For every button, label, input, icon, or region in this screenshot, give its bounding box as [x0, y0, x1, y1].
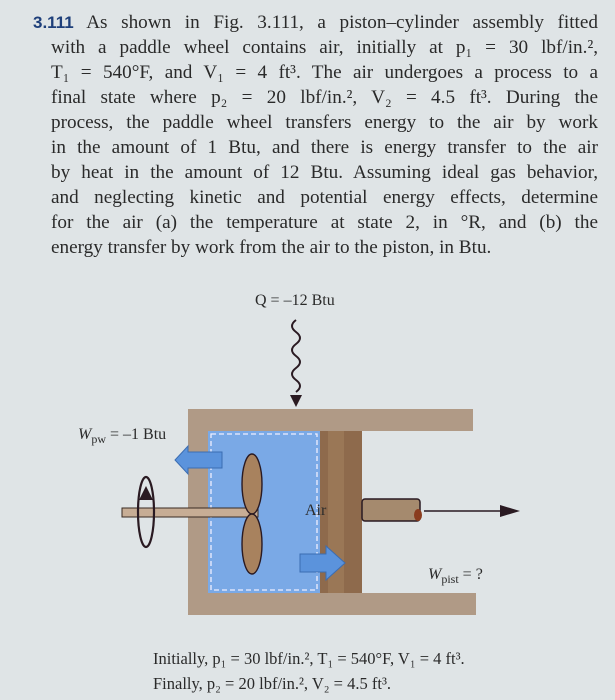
problem-line-5: process, the paddle wheel transfers ener…	[51, 112, 598, 133]
given-conditions: Initially, p₁ = 30 lbf/in.², T₁ = 540°F,…	[153, 646, 465, 696]
problem-line-7: by heat in the amount of 12 Btu. Assumin…	[51, 162, 598, 183]
given-final: Finally, p₂ = 20 lbf/in.², V₂ = 4.5 ft³.	[153, 674, 392, 693]
paddle-work-arrow-icon	[174, 444, 223, 476]
paddle-shaft	[121, 507, 259, 518]
problem-line-9: for the air (a) the temperature at state…	[51, 212, 598, 233]
problem-statement: 3.111 As shown in Fig. 3.111, a piston–c…	[33, 10, 598, 260]
problem-line-1: 3.111 As shown in Fig. 3.111, a piston–c…	[33, 12, 598, 33]
rotation-arrow-icon	[136, 475, 156, 549]
piston-rod	[361, 498, 421, 522]
cylinder-bottom-wall	[188, 593, 476, 615]
paddle-blade-upper	[241, 453, 263, 515]
heat-arrowhead-icon	[290, 395, 302, 407]
problem-line-8: and neglecting kinetic and potential ene…	[51, 187, 598, 208]
problem-line-10: energy transfer by work from the air to …	[51, 237, 492, 258]
piston-motion-arrow-icon	[500, 505, 520, 517]
problem-line-4: final state where p₂ = 20 lbf/in.², V₂ =…	[51, 87, 598, 108]
paddle-work-label: Wpw = –1 Btu	[78, 426, 167, 447]
problem-line-6: in the amount of 1 Btu, and there is ene…	[51, 137, 598, 158]
given-initial: Initially, p₁ = 30 lbf/in.², T₁ = 540°F,…	[153, 649, 465, 668]
paddle-blade-lower	[241, 513, 263, 575]
cylinder-top-wall	[188, 409, 473, 431]
problem-number: 3.111	[33, 13, 74, 32]
piston-work-label: Wpist = ?	[428, 566, 483, 587]
piston-work-arrow-icon	[299, 544, 346, 582]
heat-label: Q = –12 Btu	[255, 292, 335, 309]
problem-line-2: with a paddle wheel contains air, initia…	[51, 37, 598, 58]
heat-transfer-squiggle-icon	[291, 319, 301, 393]
problem-line-3: T₁ = 540°F, and V₁ = 4 ft³. The air unde…	[51, 62, 598, 83]
air-label: Air	[305, 502, 327, 519]
